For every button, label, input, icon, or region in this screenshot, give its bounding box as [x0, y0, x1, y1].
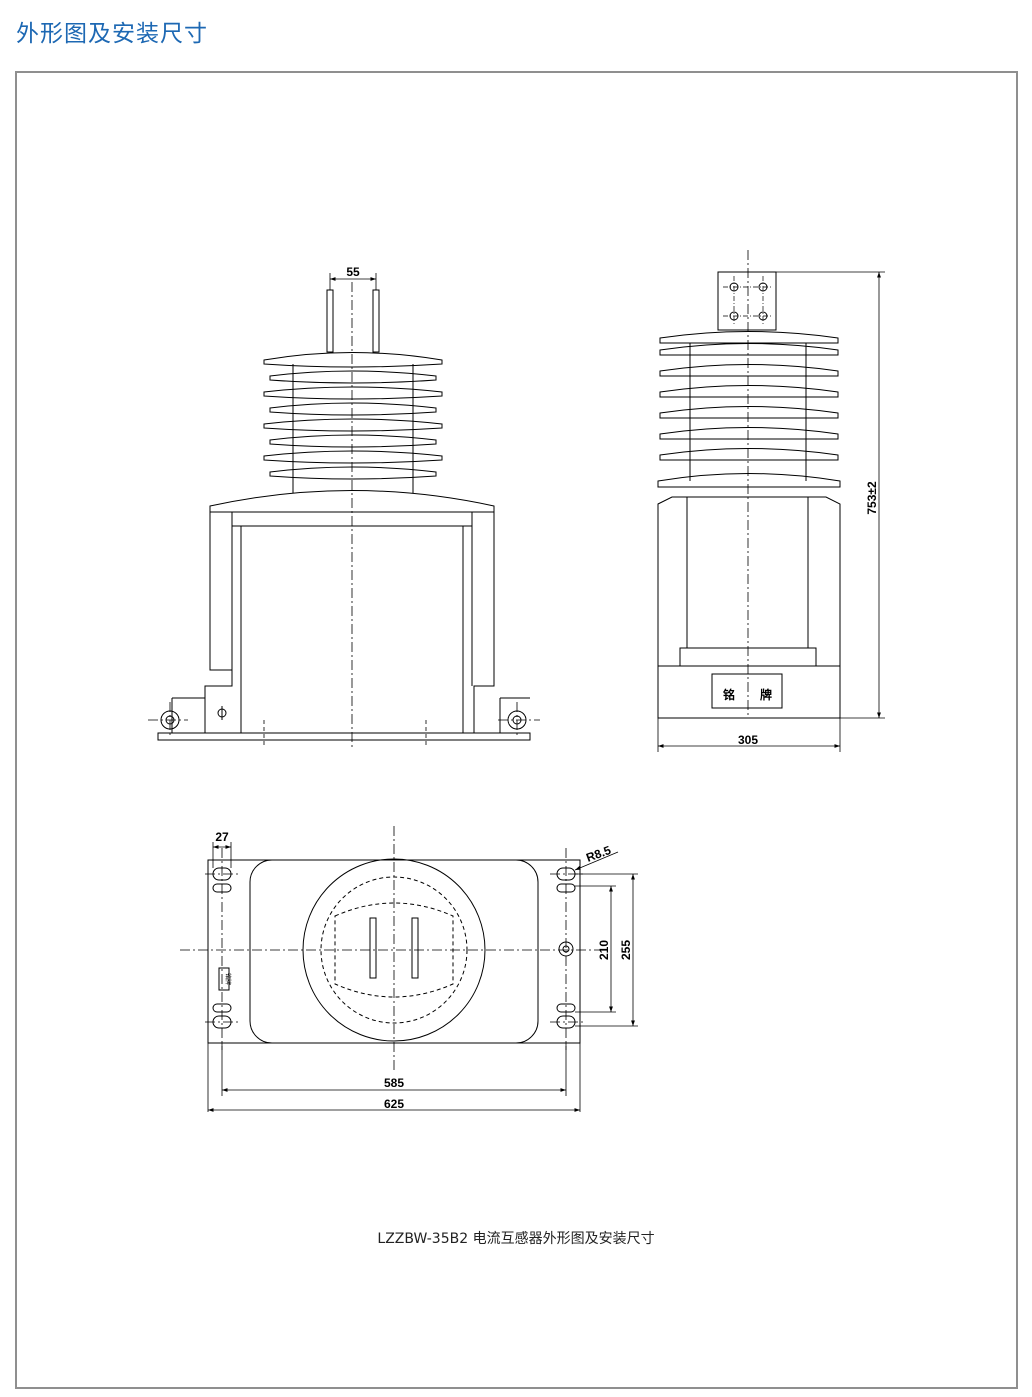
side-nameplate	[711, 673, 783, 709]
nameplate-label-right: 牌	[760, 687, 772, 702]
front-view	[148, 273, 540, 748]
side-terminal-plate	[717, 271, 777, 331]
dim-front-terminal-width: 55	[346, 265, 360, 279]
front-terminal-left	[326, 289, 334, 353]
dim-top-outer-hole-spacing: 255	[619, 940, 633, 960]
side-view	[657, 250, 885, 752]
nameplate-label-left: 铭	[723, 687, 735, 702]
dim-side-width: 305	[738, 733, 758, 747]
top-small-nameplate-label: 铭牌	[224, 973, 232, 985]
dim-top-radius: R8.5	[584, 843, 613, 865]
dim-top-slot-width: 27	[215, 830, 229, 844]
front-terminal-right	[372, 289, 380, 353]
dim-top-outer-width: 625	[384, 1097, 404, 1111]
front-base-plate	[157, 732, 531, 741]
dim-side-height: 753±2	[865, 481, 879, 515]
page-title: 外形图及安装尺寸	[16, 21, 208, 47]
top-view	[180, 826, 638, 1112]
dim-top-inner-width: 585	[384, 1076, 404, 1090]
top-small-nameplate	[218, 967, 230, 991]
front-shed-top	[263, 352, 443, 368]
drawing-frame	[15, 71, 1018, 1389]
drawing-caption: LZZBW-35B2 电流互感器外形图及安装尺寸	[377, 1231, 655, 1247]
dim-top-inner-hole-spacing: 210	[597, 940, 611, 960]
